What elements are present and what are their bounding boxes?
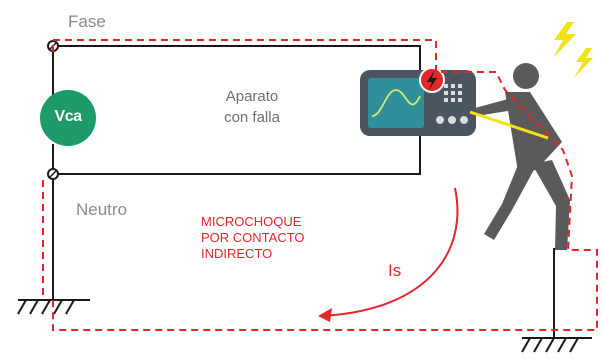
device-label-line2: con falla [224, 109, 280, 126]
phase-label: Fase [68, 12, 106, 31]
source-label: Vca [54, 108, 82, 125]
current-label: Is [388, 261, 402, 280]
monitor-device-icon [360, 70, 476, 136]
neutral-terminal [47, 168, 59, 180]
shock-label-line2: POR CONTACTO [201, 230, 305, 245]
device-label-line1: Aparato [225, 88, 279, 105]
touch-probe [469, 110, 549, 140]
ground-icon [17, 299, 90, 315]
shock-label-line1: MICROCHOQUE [201, 214, 302, 229]
current-arrowhead [318, 308, 332, 322]
neutral-wire [53, 128, 421, 175]
ground-icon [521, 248, 592, 353]
fault-current-path [52, 39, 598, 331]
shock-label: MICROCHOQUE POR CONTACTO INDIRECTO [201, 214, 305, 262]
fault-shock-icon [419, 67, 445, 93]
lightning-icon [553, 22, 593, 78]
current-arrow [321, 187, 459, 317]
neutral-label: Neutro [76, 200, 128, 219]
device-label: Aparato con falla [198, 86, 306, 128]
shock-label-line3: INDIRECTO [201, 246, 273, 261]
phase-wire [53, 45, 421, 76]
voltage-source-icon [40, 90, 96, 146]
person-icon [475, 63, 570, 250]
